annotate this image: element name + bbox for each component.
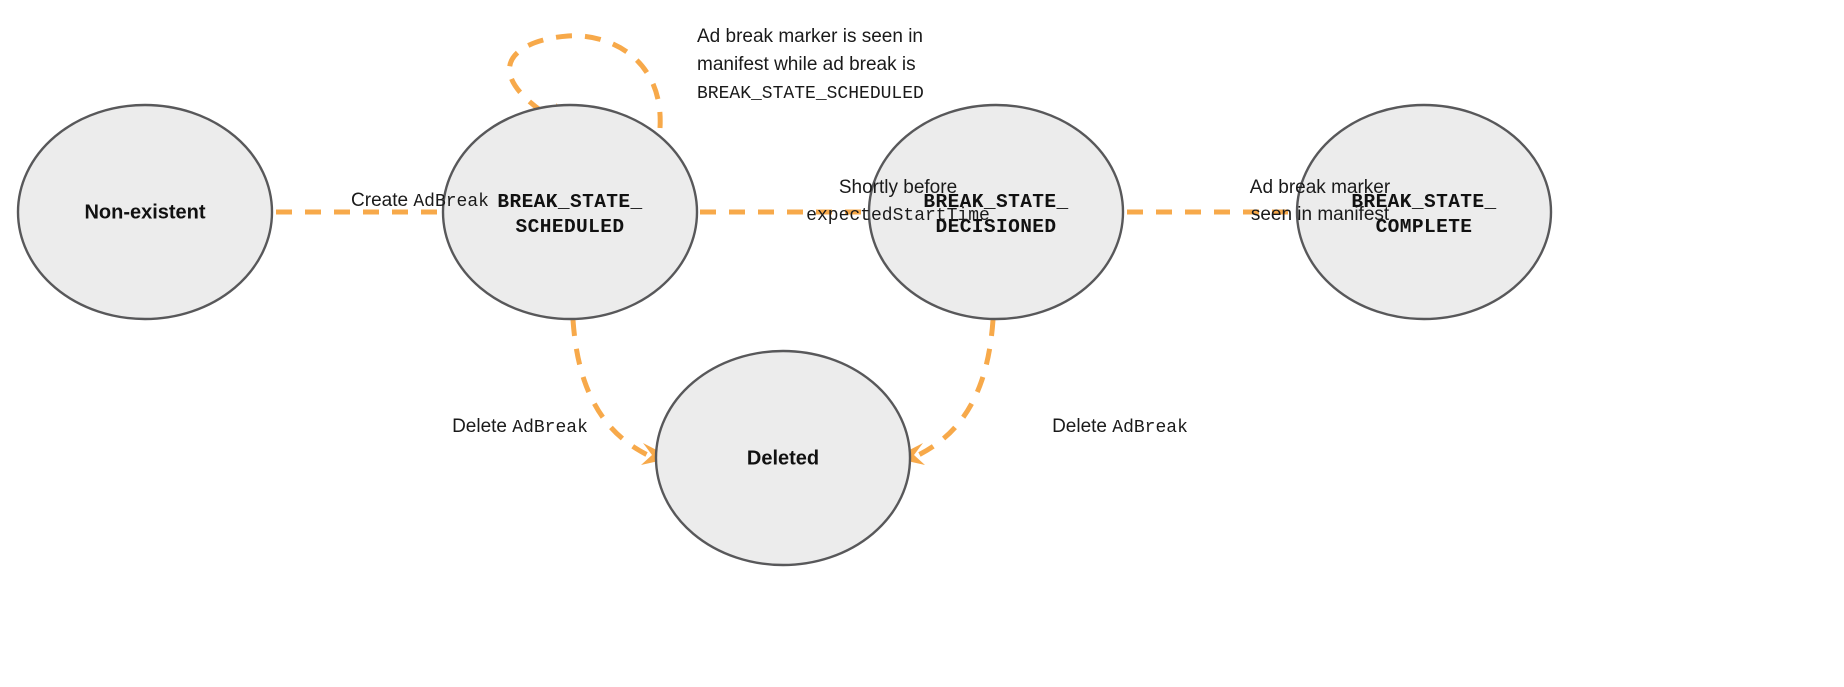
edge-label-scheduled-self-loop-line3: BREAK_STATE_SCHEDULED xyxy=(697,84,924,104)
edge-scheduled-self-loop-line xyxy=(507,33,663,129)
edge-label-scheduled-to-deleted: Delete AdBreak xyxy=(452,416,588,438)
node-scheduled-shape[interactable] xyxy=(441,103,699,321)
edge-scheduled-to-deleted-line xyxy=(570,319,656,461)
edge-label-create-adbreak-part-0: Create xyxy=(351,190,413,211)
edge-decisioned-to-deleted-line xyxy=(910,319,996,461)
node-decisioned-label-line1: BREAK_STATE_ xyxy=(923,191,1068,213)
node-decisioned-shape[interactable] xyxy=(867,103,1125,321)
node-deleted-label: Deleted xyxy=(747,447,819,469)
node-scheduled-label-line2: SCHEDULED xyxy=(516,216,625,238)
edge-label-scheduled-to-deleted-part-1: AdBreak xyxy=(512,418,588,438)
node-complete-label-line1: BREAK_STATE_ xyxy=(1351,191,1496,213)
edge-label-scheduled-to-decisioned-line2: expectedStartTime xyxy=(806,206,990,226)
edge-label-scheduled-self-loop-line2: manifest while ad break is xyxy=(697,54,916,75)
edge-label-decisioned-to-complete-line2: seen in manifest xyxy=(1251,204,1390,225)
node-deleted[interactable]: Deleted xyxy=(654,349,912,567)
edge-label-create-adbreak-part-1: AdBreak xyxy=(413,192,489,212)
node-complete-label-line2: COMPLETE xyxy=(1376,216,1473,238)
edge-label-decisioned-to-deleted-part-1: AdBreak xyxy=(1112,418,1188,438)
node-non-existent[interactable]: Non-existent xyxy=(16,103,274,321)
edge-label-scheduled-to-deleted-part-0: Delete xyxy=(452,416,512,437)
node-complete[interactable]: BREAK_STATE_ COMPLETE xyxy=(1295,103,1553,321)
edge-label-decisioned-to-complete-line1: Ad break marker xyxy=(1250,177,1391,198)
edge-label-scheduled-self-loop-line1: Ad break marker is seen in xyxy=(697,26,923,47)
node-decisioned[interactable]: BREAK_STATE_ DECISIONED xyxy=(867,103,1125,321)
node-deleted-shape[interactable] xyxy=(654,349,912,567)
node-complete-shape[interactable] xyxy=(1295,103,1553,321)
edge-label-decisioned-to-deleted: Delete AdBreak xyxy=(1052,416,1188,438)
edge-label-create-adbreak: Create AdBreak xyxy=(351,190,489,212)
node-non-existent-shape[interactable] xyxy=(16,103,274,321)
node-decisioned-label-line2: DECISIONED xyxy=(935,216,1056,238)
node-scheduled-label-line1: BREAK_STATE_ xyxy=(497,191,642,213)
edge-label-scheduled-to-decisioned-line1: Shortly before xyxy=(839,177,957,198)
node-scheduled[interactable]: BREAK_STATE_ SCHEDULED xyxy=(441,103,699,321)
node-non-existent-label: Non-existent xyxy=(84,201,205,223)
edge-label-decisioned-to-deleted-part-0: Delete xyxy=(1052,416,1112,437)
